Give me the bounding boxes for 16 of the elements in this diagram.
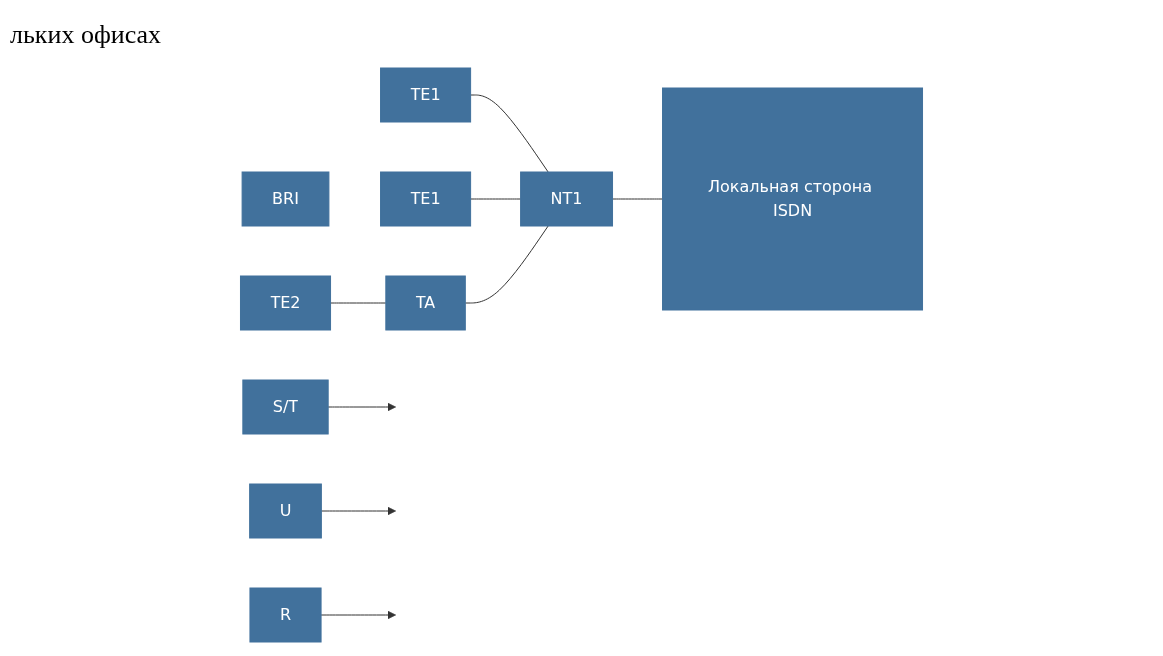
node-box: TA xyxy=(385,275,466,331)
arrow xyxy=(320,506,396,516)
node-box: NT1 xyxy=(520,171,613,227)
node-box: U xyxy=(249,483,322,539)
node-box: TE2 xyxy=(240,275,332,331)
arrow xyxy=(327,402,396,412)
node-box: TE1 xyxy=(380,171,472,227)
node-box: TE1 xyxy=(380,67,472,123)
arrow xyxy=(320,610,396,620)
node-box: Локальная сторона ISDN xyxy=(662,87,923,311)
node-box: BRI xyxy=(241,171,330,227)
connector xyxy=(470,94,549,173)
heading-text: льких офисах xyxy=(10,20,162,50)
connector xyxy=(464,225,549,304)
node-box: S/T xyxy=(242,379,329,435)
node-box: R xyxy=(249,587,322,643)
